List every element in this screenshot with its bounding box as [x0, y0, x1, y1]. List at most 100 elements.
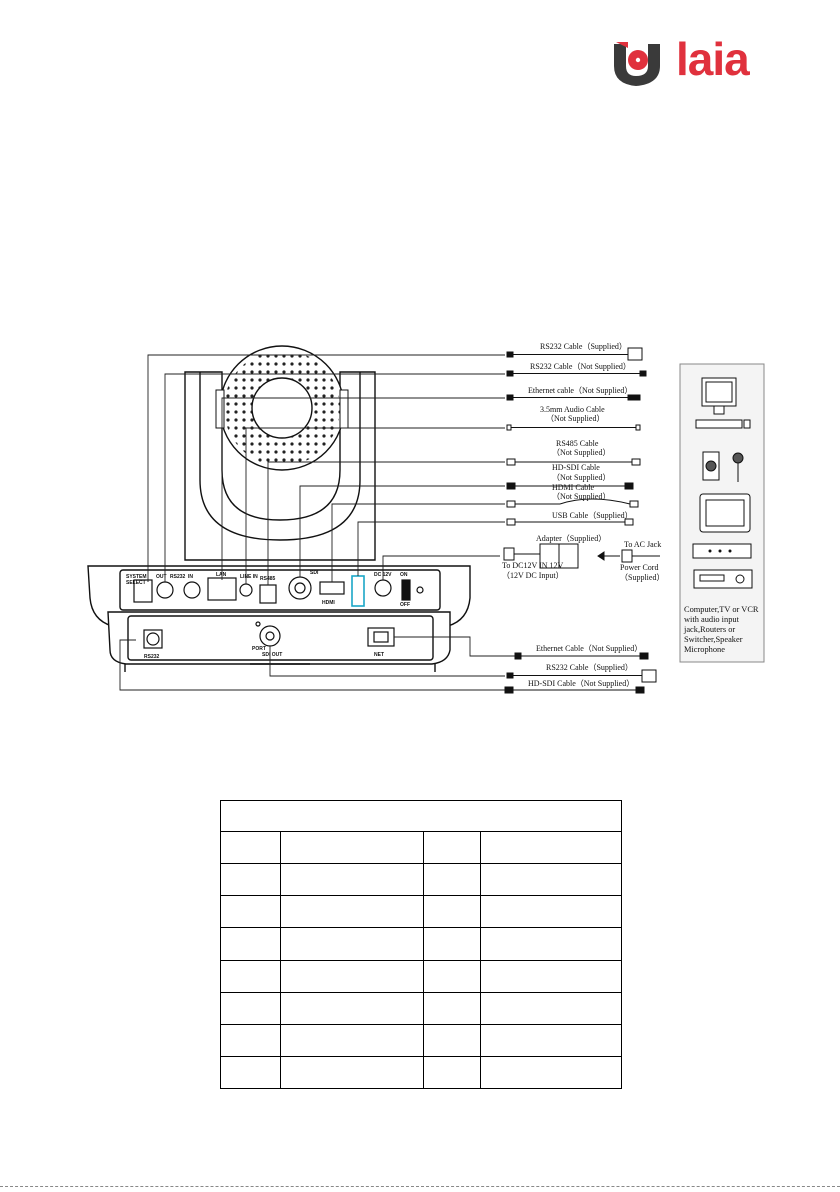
label-sdi-out: SDI OUT — [262, 652, 282, 658]
label-hdmi-1: HDMI Cable — [552, 483, 594, 492]
label-net: NET — [374, 652, 384, 658]
label-hdmi-2: （Not Supplied） — [552, 492, 610, 501]
label-usb-supplied: USB Cable（Supplied） — [552, 511, 633, 520]
table-cell — [220, 895, 281, 929]
label-ethernet-not-supplied: Ethernet cable（Not Supplied） — [528, 386, 632, 395]
label-off: OFF — [400, 602, 410, 608]
leader-lines — [119, 354, 515, 691]
label-lan: LAN — [216, 572, 227, 578]
table-cell — [480, 959, 622, 993]
label-rs485-1: RS485 Cable — [556, 439, 599, 448]
label-rs232-bottom: RS232 Cable（Supplied） — [546, 663, 633, 672]
table-header-row — [220, 799, 622, 833]
table-cell — [220, 927, 281, 961]
lower-panel-connectors — [143, 621, 395, 649]
label-adapter: Adapter（Supplied） — [536, 534, 606, 543]
camera-yoke — [184, 371, 376, 561]
camera-base — [87, 565, 471, 672]
label-hdsdi-2: （Not Supplied） — [552, 473, 610, 482]
table-row — [220, 831, 622, 865]
table-cell — [480, 1055, 622, 1090]
table-cell — [220, 863, 281, 897]
label-on: ON — [400, 572, 408, 578]
devices-caption-4: Switcher,Speaker — [684, 635, 743, 644]
devices-caption-3: jack,Routers or — [683, 625, 735, 634]
laia-logo: laia — [608, 33, 768, 88]
computer-icon — [695, 377, 751, 429]
table-row — [220, 959, 622, 993]
label-hdsdi-1: HD-SDI Cable — [552, 463, 600, 472]
cable-labels: RS232 Cable（Supplied） RS232 Cable（Not Su… — [502, 342, 664, 688]
label-power-2: （Supplied） — [620, 573, 664, 582]
table-cell — [423, 927, 481, 961]
devices-caption-1: Computer,TV or VCR — [684, 605, 759, 614]
table-cell — [220, 831, 281, 865]
table-row — [220, 863, 622, 897]
label-port: PORT — [252, 646, 266, 652]
devices-panel: Computer,TV or VCR with audio input jack… — [679, 363, 765, 663]
devices-caption-5: Microphone — [684, 645, 725, 654]
table-row — [220, 991, 622, 1025]
lower-panel-labels: RS232 SDI OUT NET PORT — [144, 646, 384, 660]
table-cell — [423, 831, 481, 865]
label-ethernet-bottom: Ethernet Cable（Not Supplied） — [536, 644, 642, 653]
table-cell — [280, 927, 424, 961]
connection-diagram: SYSTEM SELECT OUT RS232 IN LAN LINE IN R… — [87, 342, 765, 694]
table-cell — [423, 959, 481, 993]
table-row — [220, 895, 622, 929]
spec-table — [220, 799, 622, 1090]
speaker-icon — [702, 451, 720, 481]
label-sdi: SDI — [310, 570, 319, 576]
camera-head — [215, 345, 349, 471]
table-cell — [280, 991, 424, 1025]
table-row — [220, 1023, 622, 1057]
label-dc-2: （12V DC Input） — [502, 571, 564, 580]
table-cell — [423, 991, 481, 1025]
label-out: OUT — [156, 574, 167, 580]
table-cell — [423, 1055, 481, 1090]
label-audio-2: （Not Supplied） — [546, 414, 604, 423]
table-row — [220, 1055, 622, 1090]
table-cell — [480, 831, 622, 865]
label-rs232-lower: RS232 — [144, 654, 160, 660]
label-hdsdi-bottom: HD-SDI Cable（Not Supplied） — [528, 679, 634, 688]
table-cell — [220, 1055, 281, 1090]
table-cell — [423, 895, 481, 929]
table-cell — [280, 1055, 424, 1090]
table-row — [220, 927, 622, 961]
table-cell — [423, 863, 481, 897]
label-power-1: Power Cord — [620, 563, 658, 572]
label-to-ac-jack: To AC Jack — [624, 540, 661, 549]
table-cell — [220, 1023, 281, 1057]
table-cell — [280, 959, 424, 993]
label-hdmi: HDMI — [322, 600, 335, 606]
devices-caption-2: with audio input — [684, 615, 740, 624]
table-cell — [280, 863, 424, 897]
table-cell — [220, 959, 281, 993]
label-rs232-supplied: RS232 Cable（Supplied） — [540, 342, 627, 351]
table-cell — [480, 927, 622, 961]
logo-word: laia — [676, 33, 750, 85]
label-audio-1: 3.5mm Audio Cable — [540, 405, 605, 414]
label-in: IN — [188, 574, 193, 580]
table-cell — [280, 1023, 424, 1057]
label-system: SYSTEM — [126, 574, 147, 580]
table-cell — [423, 1023, 481, 1057]
vcr-icon — [693, 569, 753, 589]
router-icon — [692, 543, 752, 559]
page-bottom-rule — [0, 1186, 840, 1187]
label-rs232: RS232 — [170, 574, 186, 580]
label-select: SELECT — [126, 580, 146, 586]
cables — [503, 347, 660, 694]
table-cell — [480, 895, 622, 929]
table-header-cell — [220, 799, 622, 833]
monitor-icon — [699, 493, 751, 533]
table-cell — [480, 863, 622, 897]
table-cell — [480, 1023, 622, 1057]
table-cell — [280, 831, 424, 865]
label-dc-1: To DC12V IN 12V — [502, 561, 564, 570]
table-cell — [220, 991, 281, 1025]
label-line-in: LINE IN — [240, 574, 258, 580]
label-rs232-not-supplied: RS232 Cable（Not Supplied） — [530, 362, 631, 371]
table-cell — [280, 895, 424, 929]
